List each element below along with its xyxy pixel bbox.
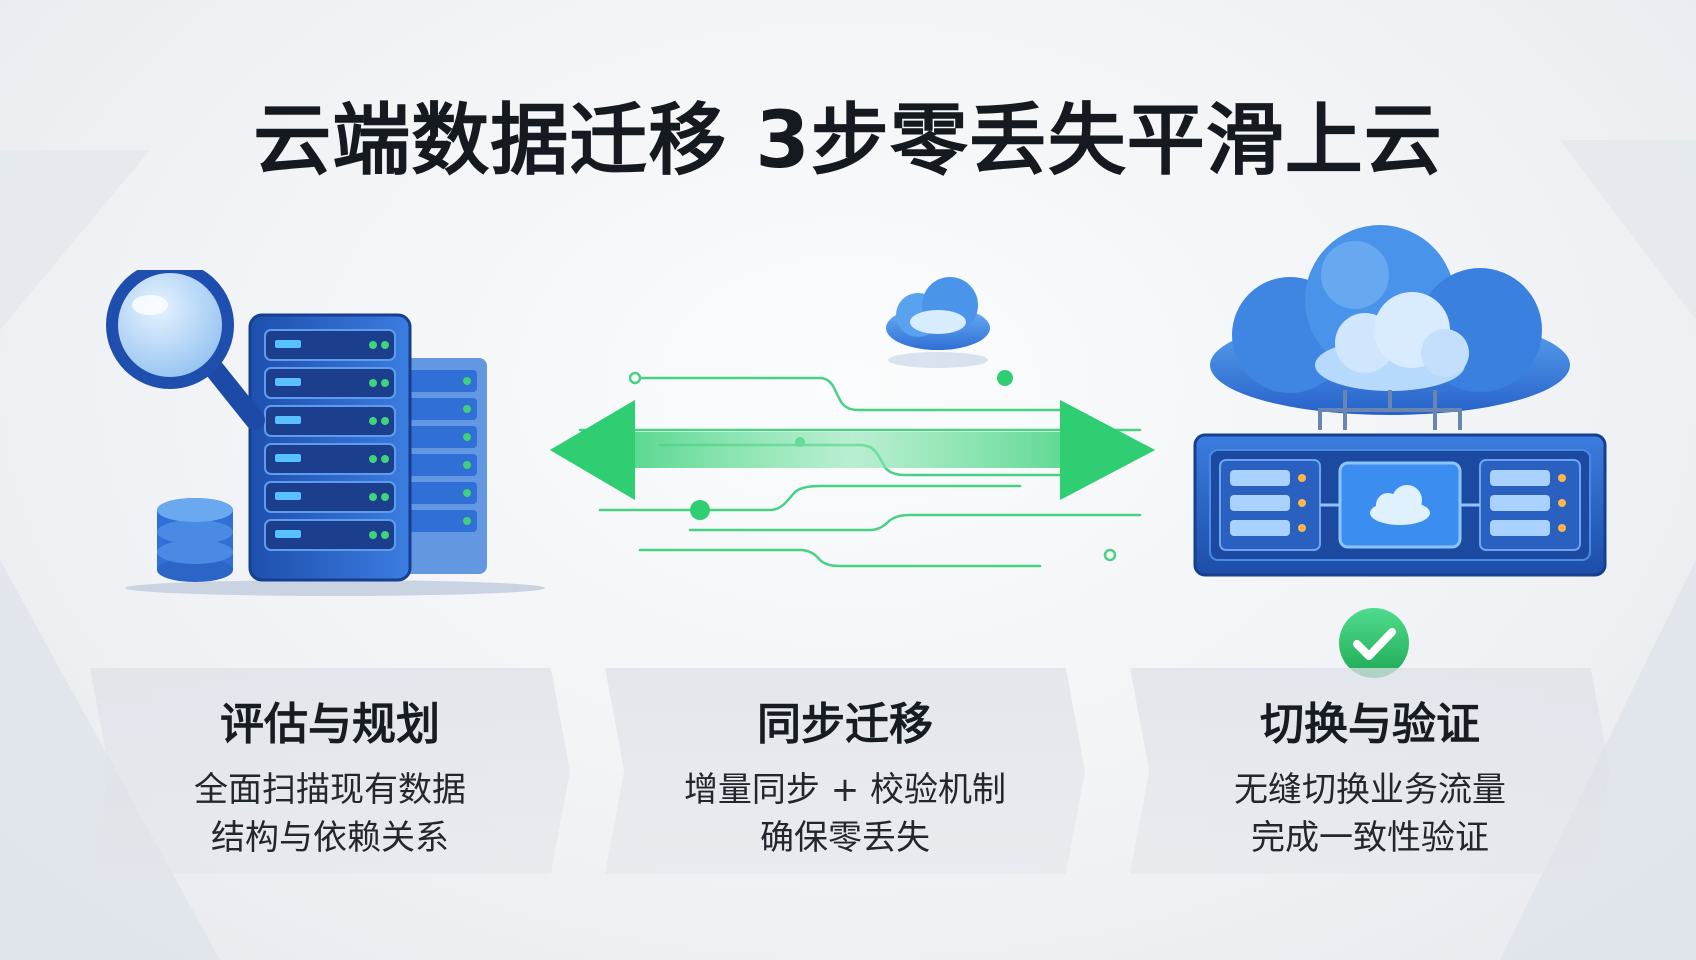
server-scan-icon [106,270,545,596]
step-desc-line: 结构与依赖关系 [211,818,449,858]
step-title: 同步迁移 [757,699,933,750]
step-card-cutover: 切换与验证 无缝切换业务流量 完成一致性验证 [1130,668,1610,874]
step-title: 切换与验证 [1260,699,1480,750]
step-title: 评估与规划 [220,699,440,750]
step-card-sync: 同步迁移 增量同步 + 校验机制 确保零丢失 [605,668,1085,874]
step-description: 全面扫描现有数据 结构与依赖关系 [90,766,570,862]
step-desc-line: 完成一致性验证 [1251,818,1489,858]
step-desc-line: 确保零丢失 [760,818,930,858]
step-description: 增量同步 + 校验机制 确保零丢失 [605,766,1085,862]
step-card-assess: 评估与规划 全面扫描现有数据 结构与依赖关系 [90,668,570,874]
page-title: 云端数据迁移 3步零丢失平滑上云 [253,96,1443,186]
step-desc-line: 增量同步 + 校验机制 [683,770,1007,810]
step-desc-line: 全面扫描现有数据 [194,770,466,810]
step-desc-line: 无缝切换业务流量 [1234,770,1506,810]
sync-arrows-icon [550,277,1155,568]
step-description: 无缝切换业务流量 完成一致性验证 [1130,766,1610,862]
check-circle-icon [1339,608,1409,678]
cloud-server-icon [1193,225,1607,577]
